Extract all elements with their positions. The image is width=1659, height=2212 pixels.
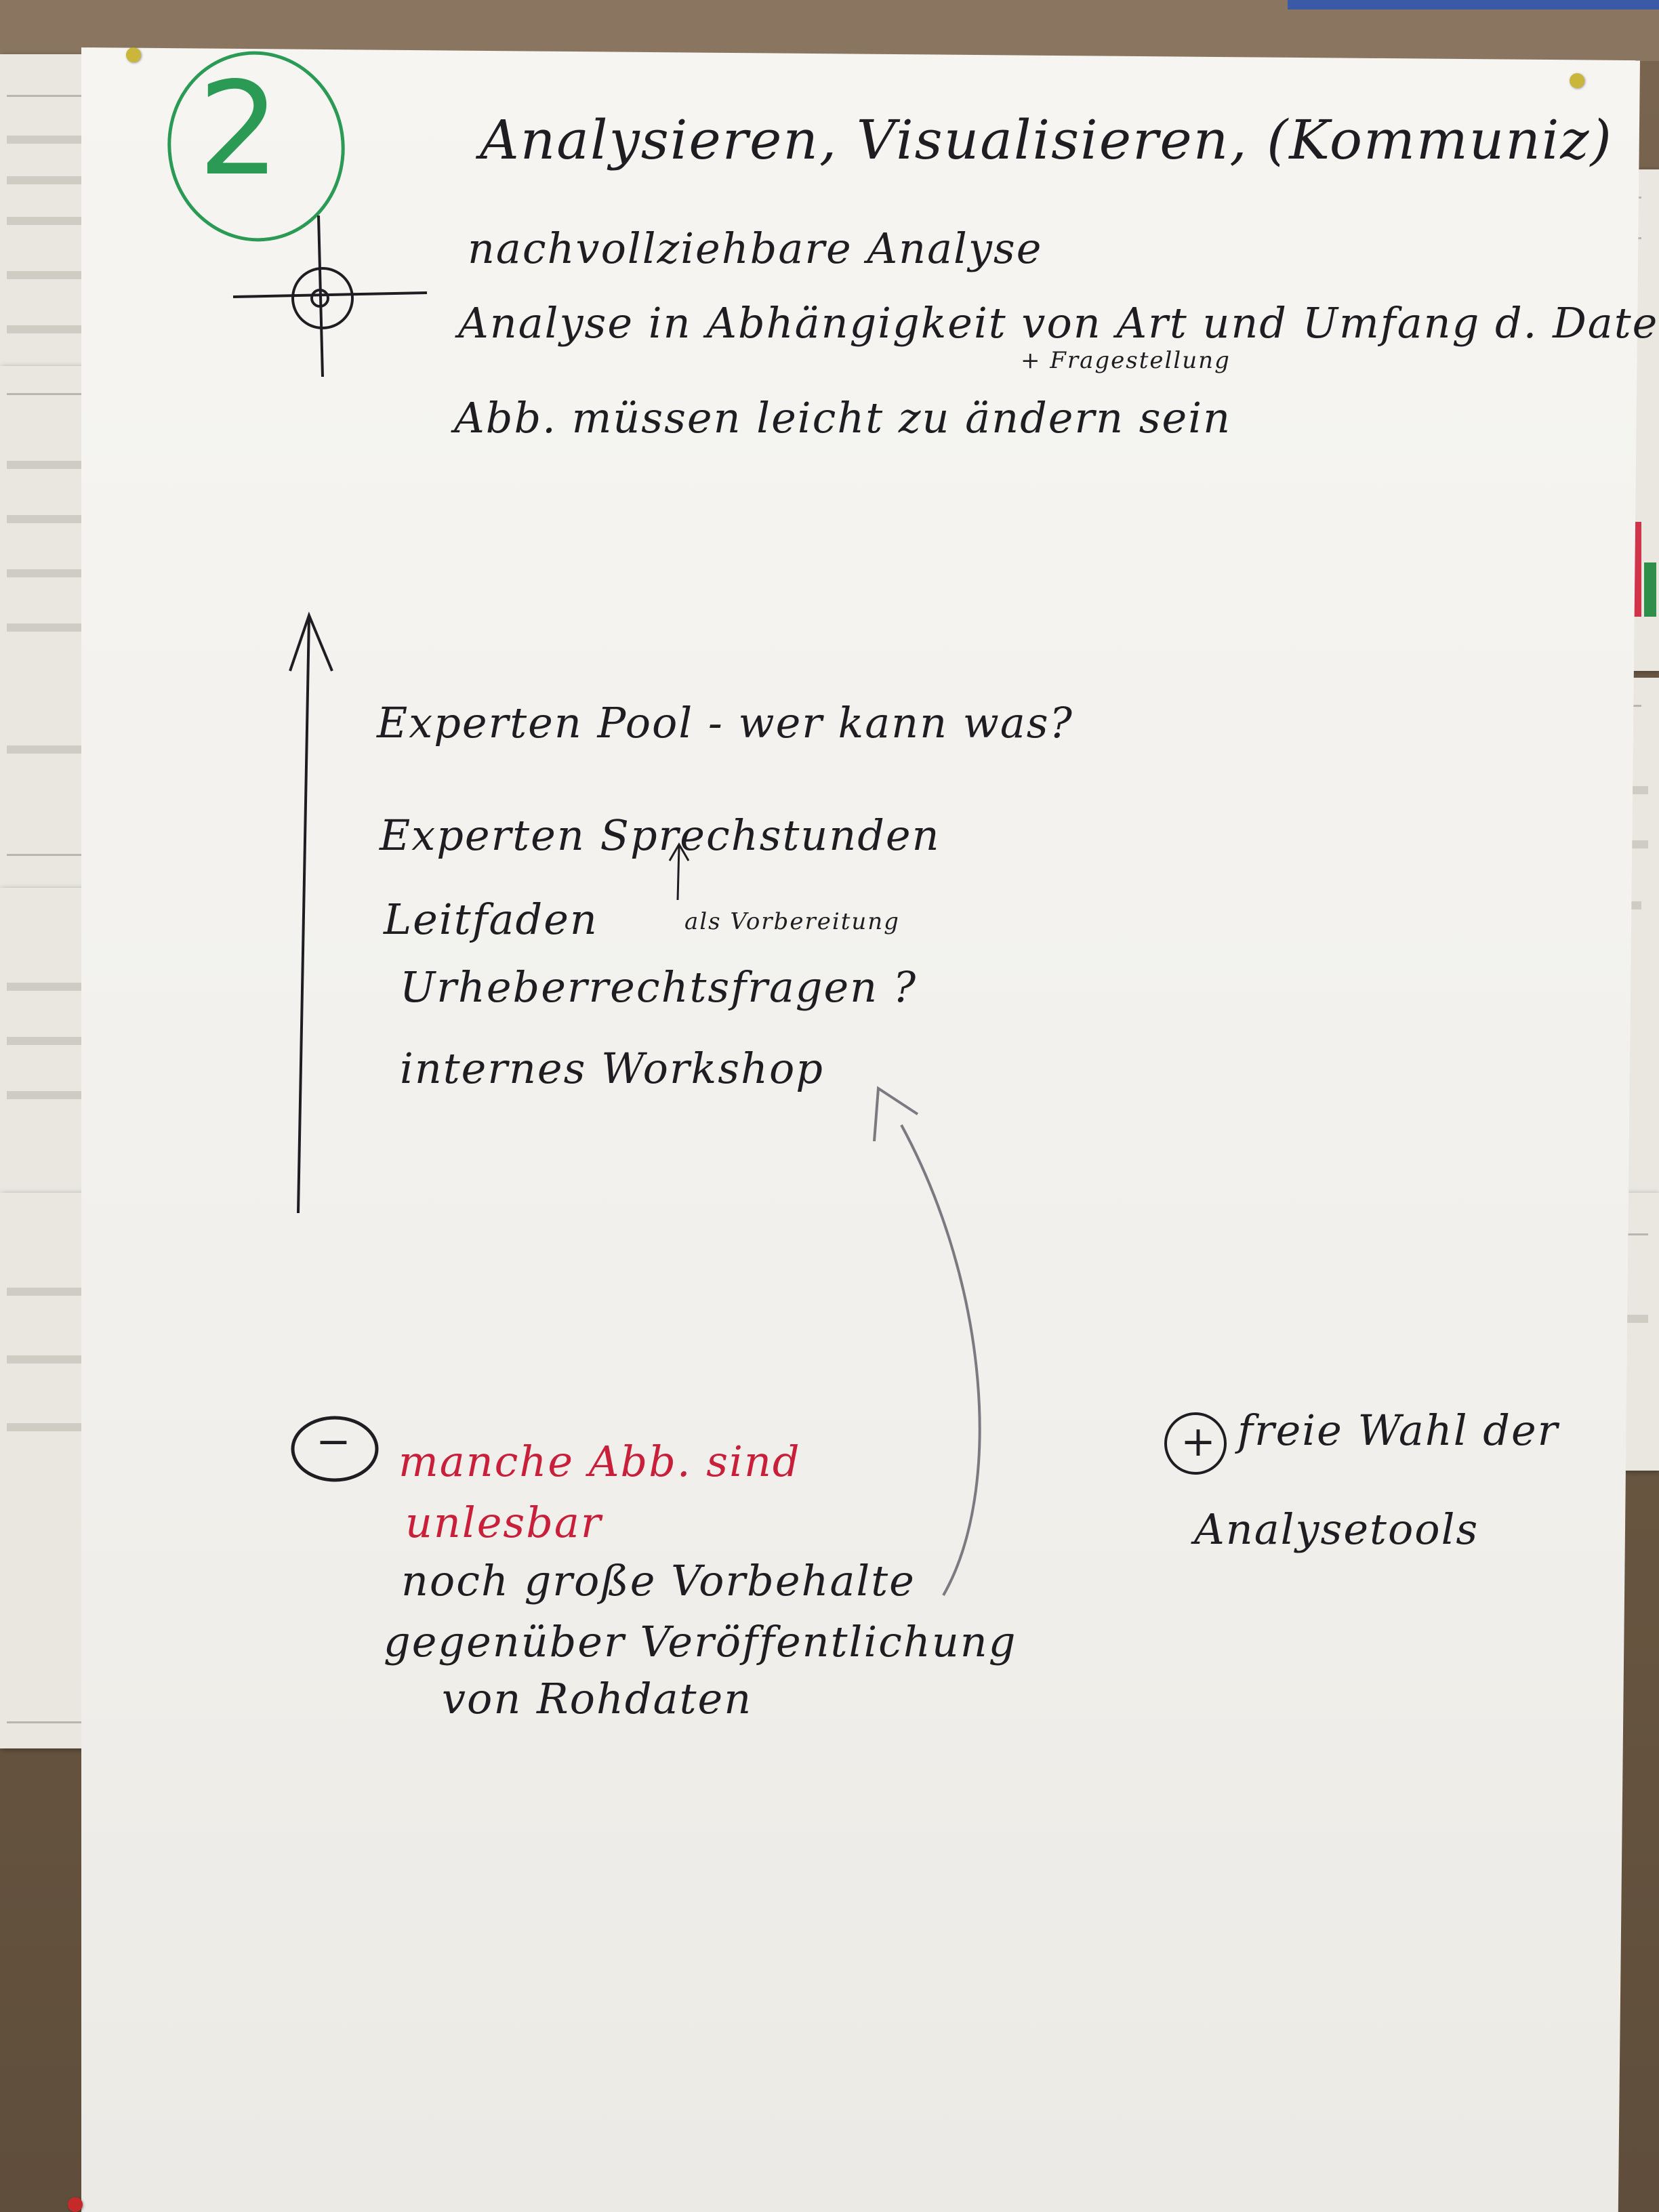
- section-number: 2: [198, 54, 281, 204]
- flipchart-title: Analysieren, Visualisieren, (Kommuniz): [480, 108, 1613, 171]
- note-line-red: manche Abb. sind: [398, 1437, 801, 1486]
- pushpin: [126, 47, 141, 62]
- note-line: von Rohdaten: [442, 1674, 753, 1723]
- note-addition: + Fragestellung: [1021, 347, 1231, 374]
- note-line: Experten Sprechstunden: [380, 811, 941, 860]
- note-line: Abb. müssen leicht zu ändern sein: [454, 393, 1232, 443]
- note-line: internes Workshop: [400, 1044, 824, 1093]
- crosshair-sketch-icon: [232, 215, 428, 377]
- curved-arrow-sketch: [873, 1086, 981, 1596]
- minus-circle-icon: [291, 1416, 379, 1482]
- note-addition: als Vorbereitung: [684, 908, 900, 935]
- note-line: Leitfaden: [384, 895, 598, 944]
- minus-symbol: −: [316, 1416, 352, 1466]
- up-arrow-sketch: [289, 611, 333, 1214]
- note-line: noch große Vorbehalte: [401, 1556, 916, 1605]
- plus-circle-icon: [1164, 1412, 1227, 1475]
- pushpin: [68, 2197, 83, 2212]
- plus-symbol: +: [1181, 1416, 1217, 1466]
- note-line: Analysetools: [1194, 1504, 1479, 1554]
- note-line: gegenüber Veröffentlichung: [384, 1617, 1017, 1666]
- note-line: Analyse in Abhängigkeit von Art und Umfa…: [458, 298, 1659, 348]
- note-line-red: unlesbar: [405, 1498, 602, 1547]
- small-up-arrow-sketch: [668, 842, 690, 901]
- green-circle-sketch: [167, 51, 345, 242]
- blue-edge-strip: [1288, 0, 1659, 9]
- note-line: Urheberrechtsfragen ?: [400, 962, 918, 1012]
- chart-bar-green: [1644, 562, 1656, 617]
- pushpin: [1570, 73, 1584, 88]
- note-line: freie Wahl der: [1237, 1406, 1559, 1455]
- note-line: Experten Pool - wer kann was?: [377, 698, 1073, 747]
- flipchart-paper: [81, 47, 1640, 2212]
- note-line: nachvollziehbare Analyse: [468, 224, 1043, 273]
